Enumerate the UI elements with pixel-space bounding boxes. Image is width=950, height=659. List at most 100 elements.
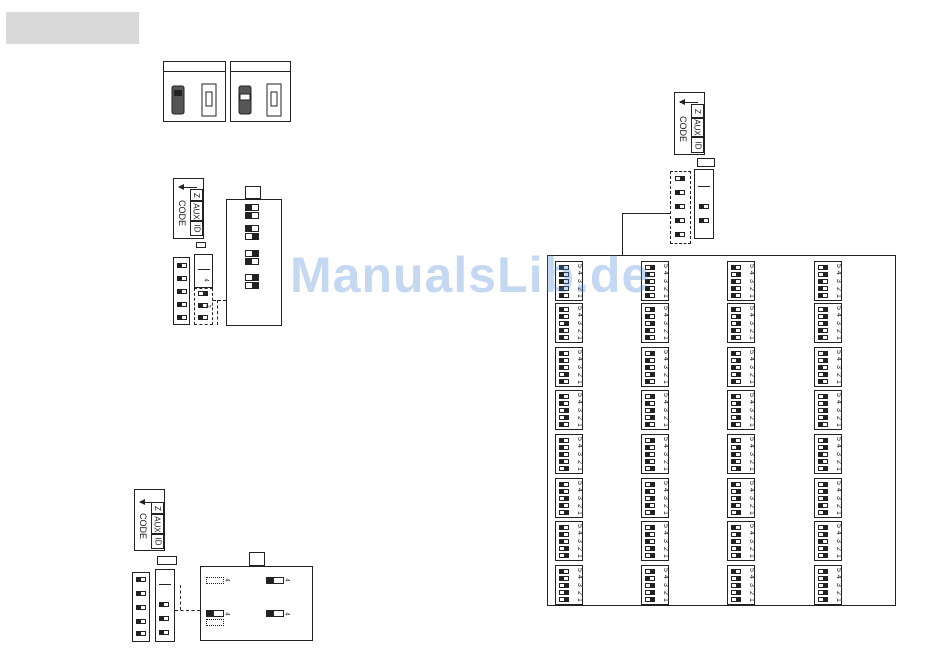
dip-switch	[645, 438, 655, 443]
switch-number: 5	[748, 349, 755, 354]
switch-number: 3	[748, 496, 755, 500]
dip-switch	[731, 445, 741, 450]
dip-switch	[731, 576, 741, 581]
dip-switch	[645, 422, 655, 427]
switch-number: 1	[748, 598, 755, 603]
switch-number: 5	[576, 349, 583, 354]
dip-switch	[559, 532, 569, 537]
connector-block-2: Z AUX ID CODE	[173, 178, 204, 239]
dip-switch	[559, 482, 569, 487]
dip-switch	[818, 394, 828, 399]
connector-block-main: Z AUX ID CODE	[674, 92, 705, 155]
switch-number: 5	[576, 305, 583, 310]
switch-number: 4	[835, 400, 842, 405]
dip-switch	[731, 394, 741, 399]
switch-number: 5	[662, 567, 669, 572]
dip-switch	[818, 510, 828, 515]
switch-number: 5	[835, 392, 842, 397]
switch-number: 2	[748, 459, 755, 464]
dip-switch	[559, 365, 569, 370]
dip-switch	[559, 328, 569, 333]
dip-switch	[818, 553, 828, 558]
dip-right-3	[155, 569, 175, 642]
dip-switch	[731, 489, 741, 494]
jumper-closed-figure	[163, 61, 226, 122]
page-section-tab	[6, 12, 139, 44]
switch-number: 4	[662, 444, 669, 449]
switch-number: 4	[662, 531, 669, 536]
switch-number: 1	[748, 380, 755, 385]
dip-switch	[818, 459, 828, 464]
switch-number: 3	[748, 583, 755, 587]
switch-number: 4	[662, 400, 669, 405]
switch-number: 4	[576, 575, 583, 580]
switch-number: 3	[748, 408, 755, 412]
switch-number: 1	[662, 598, 669, 603]
switch-number: 4	[576, 531, 583, 536]
dip-switch	[645, 510, 655, 515]
dip-switch	[645, 503, 655, 508]
switch-number: 5	[576, 392, 583, 397]
dip-switch	[645, 279, 655, 284]
dip-switch	[559, 553, 569, 558]
dip-switch	[818, 503, 828, 508]
dip-switch	[559, 466, 569, 471]
switch-number: 3	[576, 365, 583, 369]
dip-switch	[818, 314, 828, 319]
dip-switch	[818, 422, 828, 427]
dip-switch	[559, 539, 569, 544]
switch-number: 5	[576, 523, 583, 528]
switch-number: 3	[662, 408, 669, 412]
label-id: ID	[192, 224, 201, 233]
dip-switch	[559, 569, 569, 574]
switch-number: 2	[835, 459, 842, 464]
dip-switch	[818, 489, 828, 494]
dip-switch	[559, 286, 569, 291]
dip-switch	[559, 372, 569, 377]
switch-number: 2	[576, 546, 583, 551]
switch-number: 3	[662, 452, 669, 456]
switch-number: 1	[835, 294, 842, 299]
switch-number: 4	[835, 488, 842, 493]
switch-number: 2	[748, 503, 755, 508]
dip-switch	[818, 408, 828, 413]
dip-switch	[731, 335, 741, 340]
switch-number: 2	[662, 372, 669, 377]
switch-number: 2	[576, 328, 583, 333]
switch-number: 4	[835, 271, 842, 276]
switch-number: 2	[835, 372, 842, 377]
switch-number: 3	[835, 408, 842, 412]
dip-switch	[731, 583, 741, 588]
dip-selected-2: 2	[194, 288, 213, 325]
dip-switch	[818, 279, 828, 284]
dip-switch	[818, 482, 828, 487]
switch-number: 5	[748, 523, 755, 528]
switch-number: 3	[835, 365, 842, 369]
switch-number: 1	[835, 467, 842, 472]
dip-switch	[645, 321, 655, 326]
switch-number: 3	[748, 321, 755, 325]
dip-switch	[559, 307, 569, 312]
switch-number: 1	[576, 423, 583, 428]
switch-number: 4	[835, 357, 842, 362]
switch-number: 2	[662, 415, 669, 420]
switch-number: 1	[835, 598, 842, 603]
dip-switch	[818, 445, 828, 450]
dip-switch	[645, 328, 655, 333]
dip-switch	[645, 372, 655, 377]
switch-number: 4	[576, 357, 583, 362]
switch-number: 4	[748, 271, 755, 276]
switch-number: 2	[835, 546, 842, 551]
switch-number: 1	[576, 511, 583, 516]
dip-switch	[818, 569, 828, 574]
dip-switch	[645, 597, 655, 602]
switch-number: 3	[835, 496, 842, 500]
switch-number: 2	[662, 546, 669, 551]
switch-number: 2	[835, 415, 842, 420]
dip-switch	[559, 459, 569, 464]
